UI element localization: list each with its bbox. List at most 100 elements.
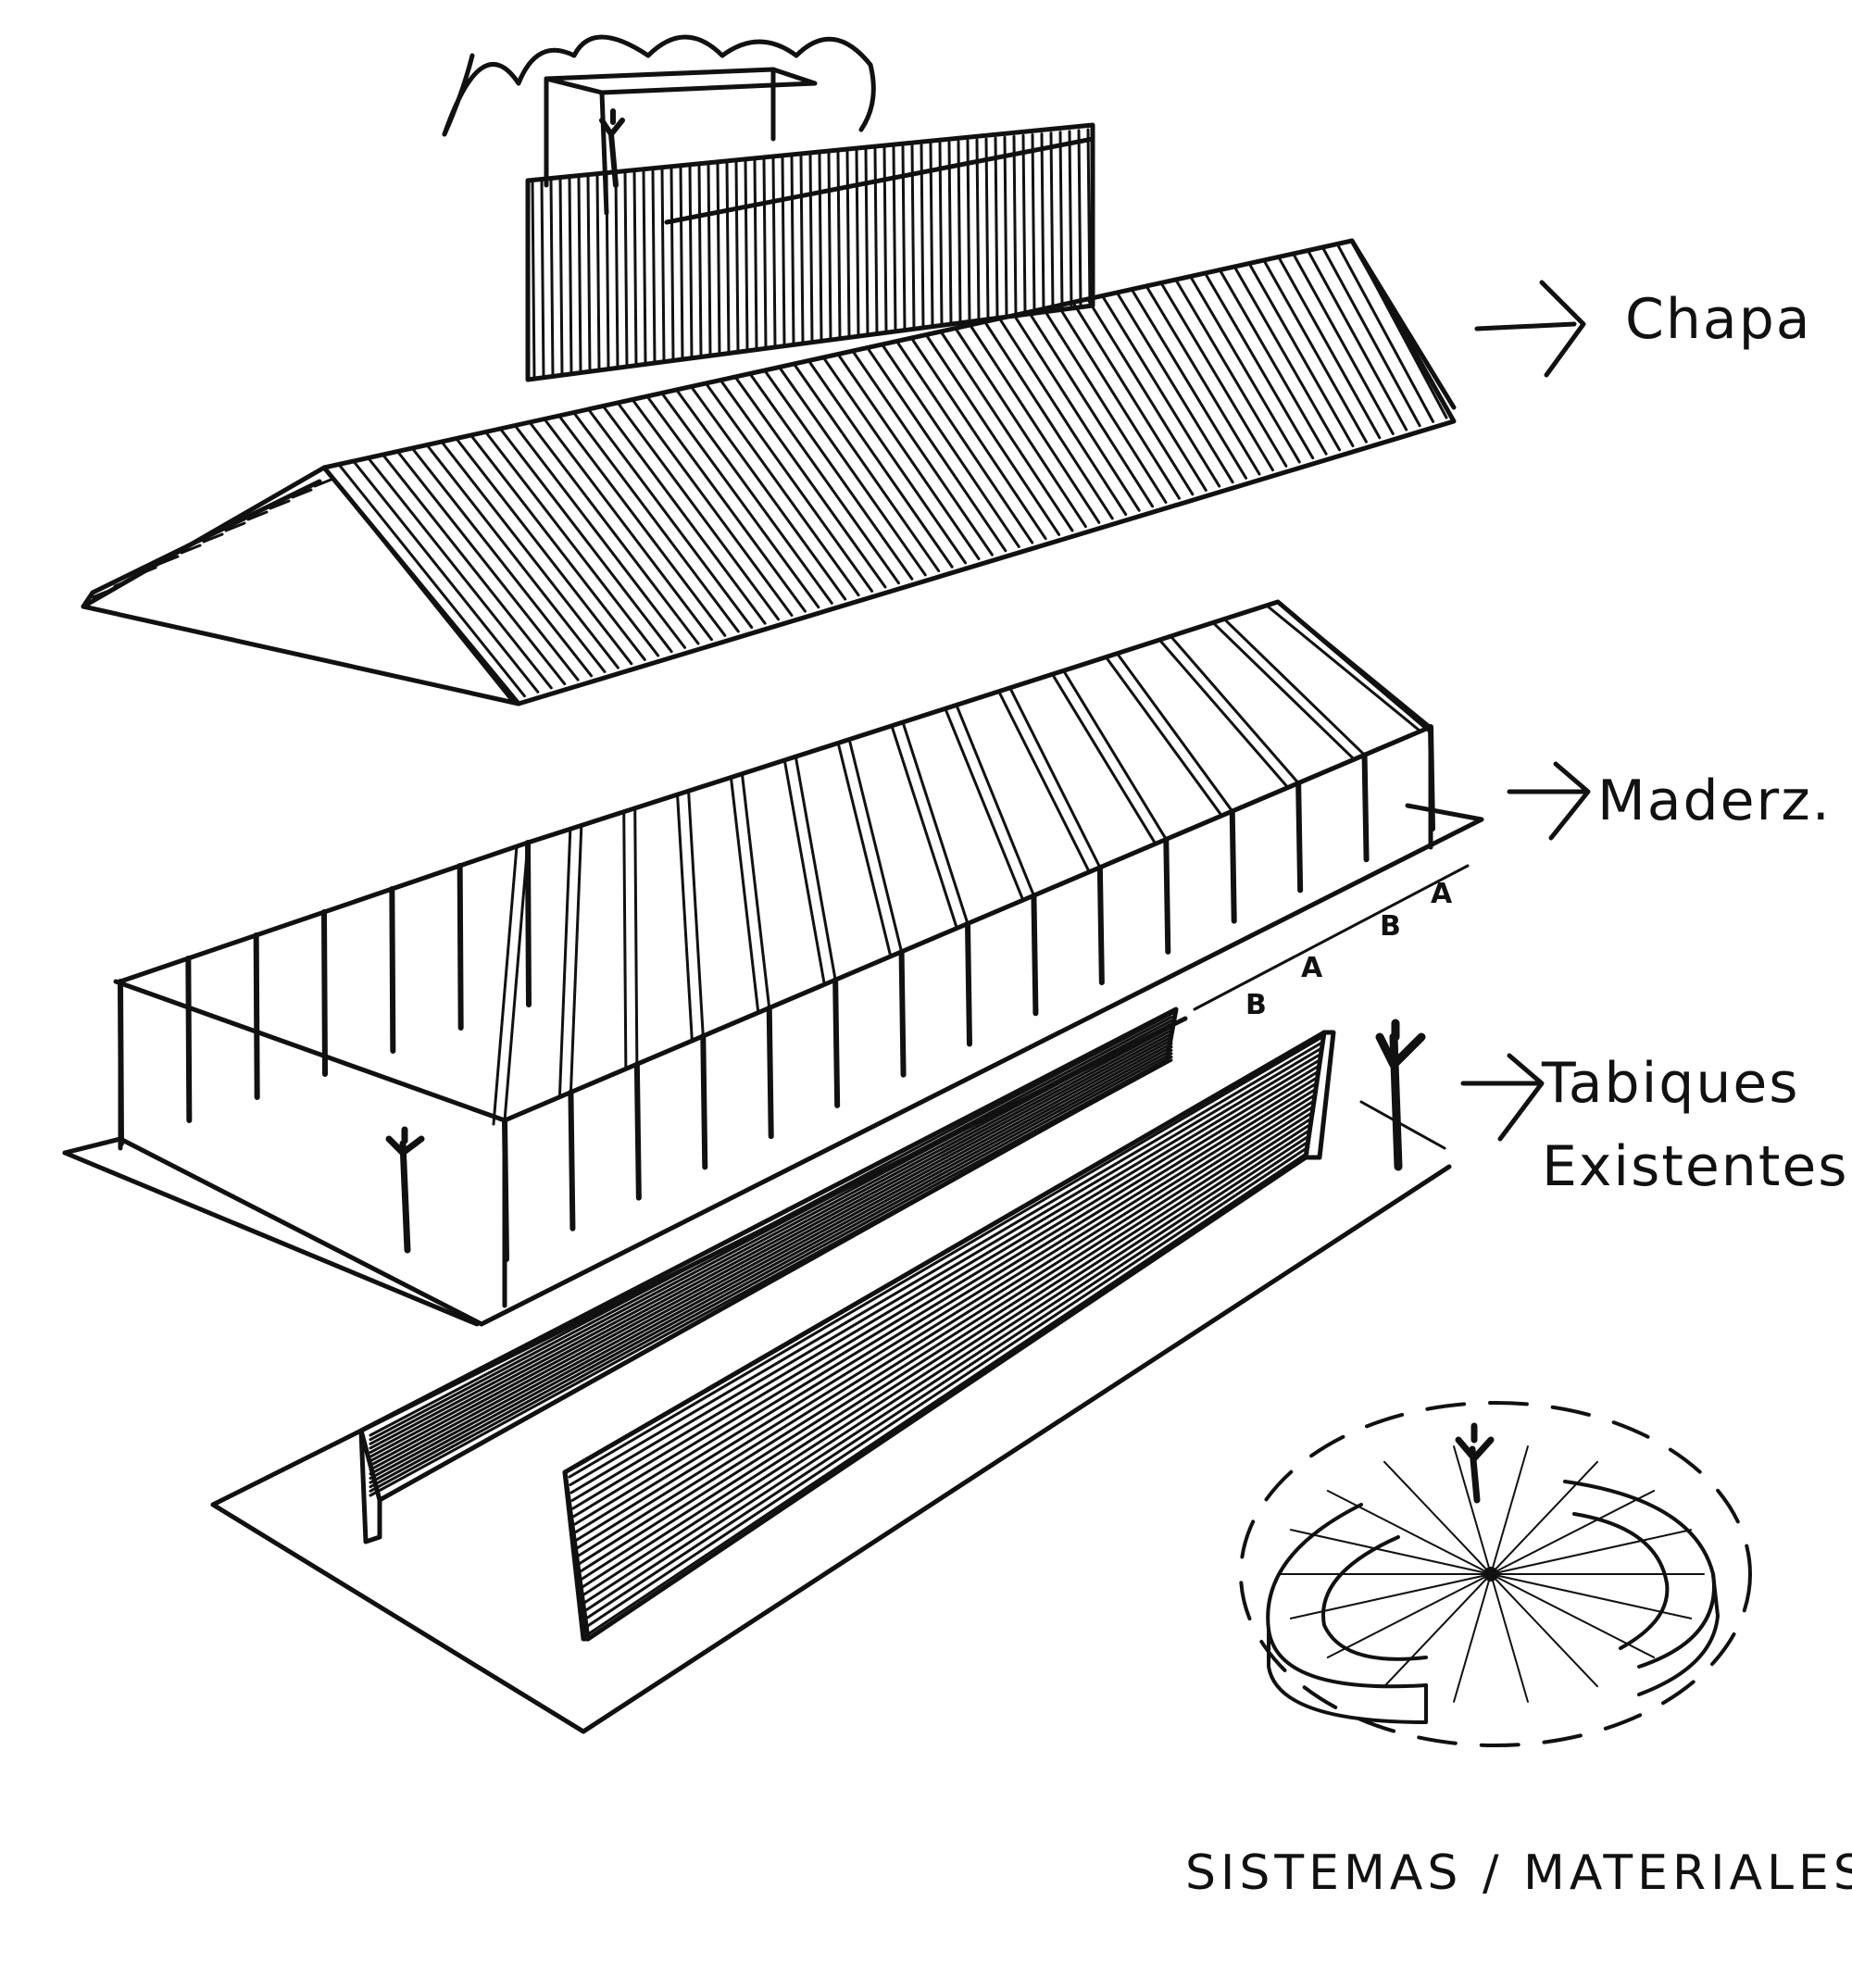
lantern-cladding-line: [1077, 129, 1082, 308]
wall-hatch-line: [578, 1099, 1316, 1565]
frame-post: [185, 956, 193, 1123]
frame-post: [633, 1061, 642, 1201]
frame-rafter: [1169, 634, 1300, 785]
roof-corrugation-line: [1335, 243, 1435, 423]
wall-hatch-line: [568, 1035, 1324, 1479]
roof-corrugation-line: [1042, 307, 1168, 504]
wall-hatch-line: [369, 1012, 1173, 1437]
wall-hatch-line: [369, 1032, 1173, 1463]
wall-hatch-line: [575, 1082, 1319, 1542]
lantern-cladding-line: [947, 141, 953, 326]
frame-rafter: [1115, 652, 1234, 813]
roof-corrugation-line: [836, 353, 981, 560]
roof-corrugation-line: [969, 323, 1101, 524]
wall-hatch-line: [369, 1029, 1173, 1458]
lantern-cladding-line: [994, 136, 999, 319]
roof-corrugation-line: [513, 424, 687, 649]
frame-rafter: [676, 793, 694, 1042]
lantern-cladding-line: [679, 165, 684, 362]
frame-post: [1361, 752, 1370, 863]
bench-spoke: [1383, 1460, 1492, 1575]
roof-corrugation-line: [1350, 239, 1448, 419]
lantern-cladding-line: [753, 158, 758, 352]
wall-hatch-line: [580, 1110, 1315, 1581]
frame-post: [568, 1089, 576, 1232]
roof-corrugation-line: [778, 366, 927, 577]
lantern-cladding-line: [1003, 135, 1008, 319]
timber-frame-layer: [62, 599, 1484, 1327]
lantern-cladding-line: [864, 148, 870, 337]
label-madera: Maderz.: [1597, 769, 1832, 833]
roof-corrugation-line: [983, 320, 1114, 520]
wall-hatch-line: [369, 1058, 1173, 1497]
wall-hatch-line: [369, 1025, 1173, 1455]
frame-rafter: [503, 841, 530, 1122]
roof-corrugation-line: [821, 356, 968, 565]
lantern-cladding-line: [577, 174, 582, 375]
lantern-cladding-line: [799, 154, 805, 345]
frame-post: [1163, 836, 1171, 955]
bench-spoke: [1490, 1573, 1598, 1688]
bench-spoke: [1490, 1573, 1693, 1619]
frame-rafter: [740, 772, 771, 1010]
frame-rafter: [1104, 656, 1223, 817]
frame-post: [525, 840, 532, 1007]
roof-corrugation-line: [748, 372, 900, 585]
bench-spoke: [1289, 1529, 1492, 1575]
bench-spoke: [1490, 1573, 1529, 1703]
wall-hatch-line: [369, 1022, 1173, 1450]
bench-spoke: [1326, 1573, 1492, 1658]
roof-corrugation-line: [645, 394, 807, 613]
wall-hatch-line: [569, 1047, 1322, 1494]
lantern-cladding-line: [790, 155, 795, 347]
roof-corrugation-line: [939, 330, 1074, 532]
lantern-cladding-line: [669, 166, 675, 363]
roof-corrugation-line: [792, 362, 941, 573]
lantern-cladding-line: [595, 173, 601, 373]
roof-corrugation-line: [733, 375, 887, 589]
label-chapa: Chapa: [1625, 287, 1812, 352]
lantern-cladding-line: [781, 156, 786, 348]
roof-corrugation-line: [1306, 249, 1408, 431]
roof-corrugation-line: [1071, 301, 1195, 496]
lantern-cladding-line: [549, 177, 555, 379]
bench-spoke: [1490, 1490, 1656, 1575]
wall-hatch-line: [573, 1070, 1320, 1526]
lantern-cladding-line: [642, 169, 647, 367]
roof-corrugation-line: [455, 437, 633, 666]
frame-rafter: [782, 758, 826, 985]
lantern-cladding-line: [1012, 134, 1018, 318]
frame-rafter: [847, 738, 904, 954]
roof-corrugation-line: [528, 420, 700, 645]
lantern-cladding-line: [1068, 130, 1073, 310]
roof-corrugation-line: [719, 379, 874, 593]
roof-corrugation-line: [895, 340, 1034, 544]
lantern-cladding-line: [836, 151, 842, 341]
roof-corrugation-line: [1057, 304, 1181, 500]
wall-hatch-line: [574, 1076, 1319, 1533]
partition-walls-layer: [210, 1007, 1452, 1734]
frame-post: [1096, 864, 1105, 986]
frame-rafter: [1062, 669, 1168, 841]
lantern-cladding-line: [688, 164, 694, 360]
roof-corrugation-line: [660, 392, 820, 609]
roof-corrugation-line: [1320, 245, 1421, 428]
wall-hatch-line: [369, 1016, 1173, 1442]
frame-rafter: [901, 720, 970, 925]
bench-spoke: [1490, 1573, 1656, 1658]
roof-corrugation-line: [1218, 269, 1328, 456]
bench-spoke: [1490, 1529, 1693, 1575]
roof-corrugation-line: [1233, 265, 1342, 452]
roof-corrugation-line: [135, 566, 157, 577]
roof-corrugation-line: [1277, 256, 1382, 440]
roof-corrugation-line: [1292, 252, 1395, 435]
roof-corrugation-line: [352, 459, 540, 694]
roof-corrugation-line: [367, 456, 553, 690]
frame-post: [389, 886, 396, 1054]
lantern-cladding-line: [1040, 132, 1045, 314]
lantern-cladding-line: [873, 147, 879, 336]
roof-corrugation-line: [224, 521, 246, 532]
bench-spoke: [1453, 1445, 1492, 1575]
lantern-cladding-line: [1021, 133, 1027, 316]
wall-hatch-line: [584, 1140, 1311, 1620]
